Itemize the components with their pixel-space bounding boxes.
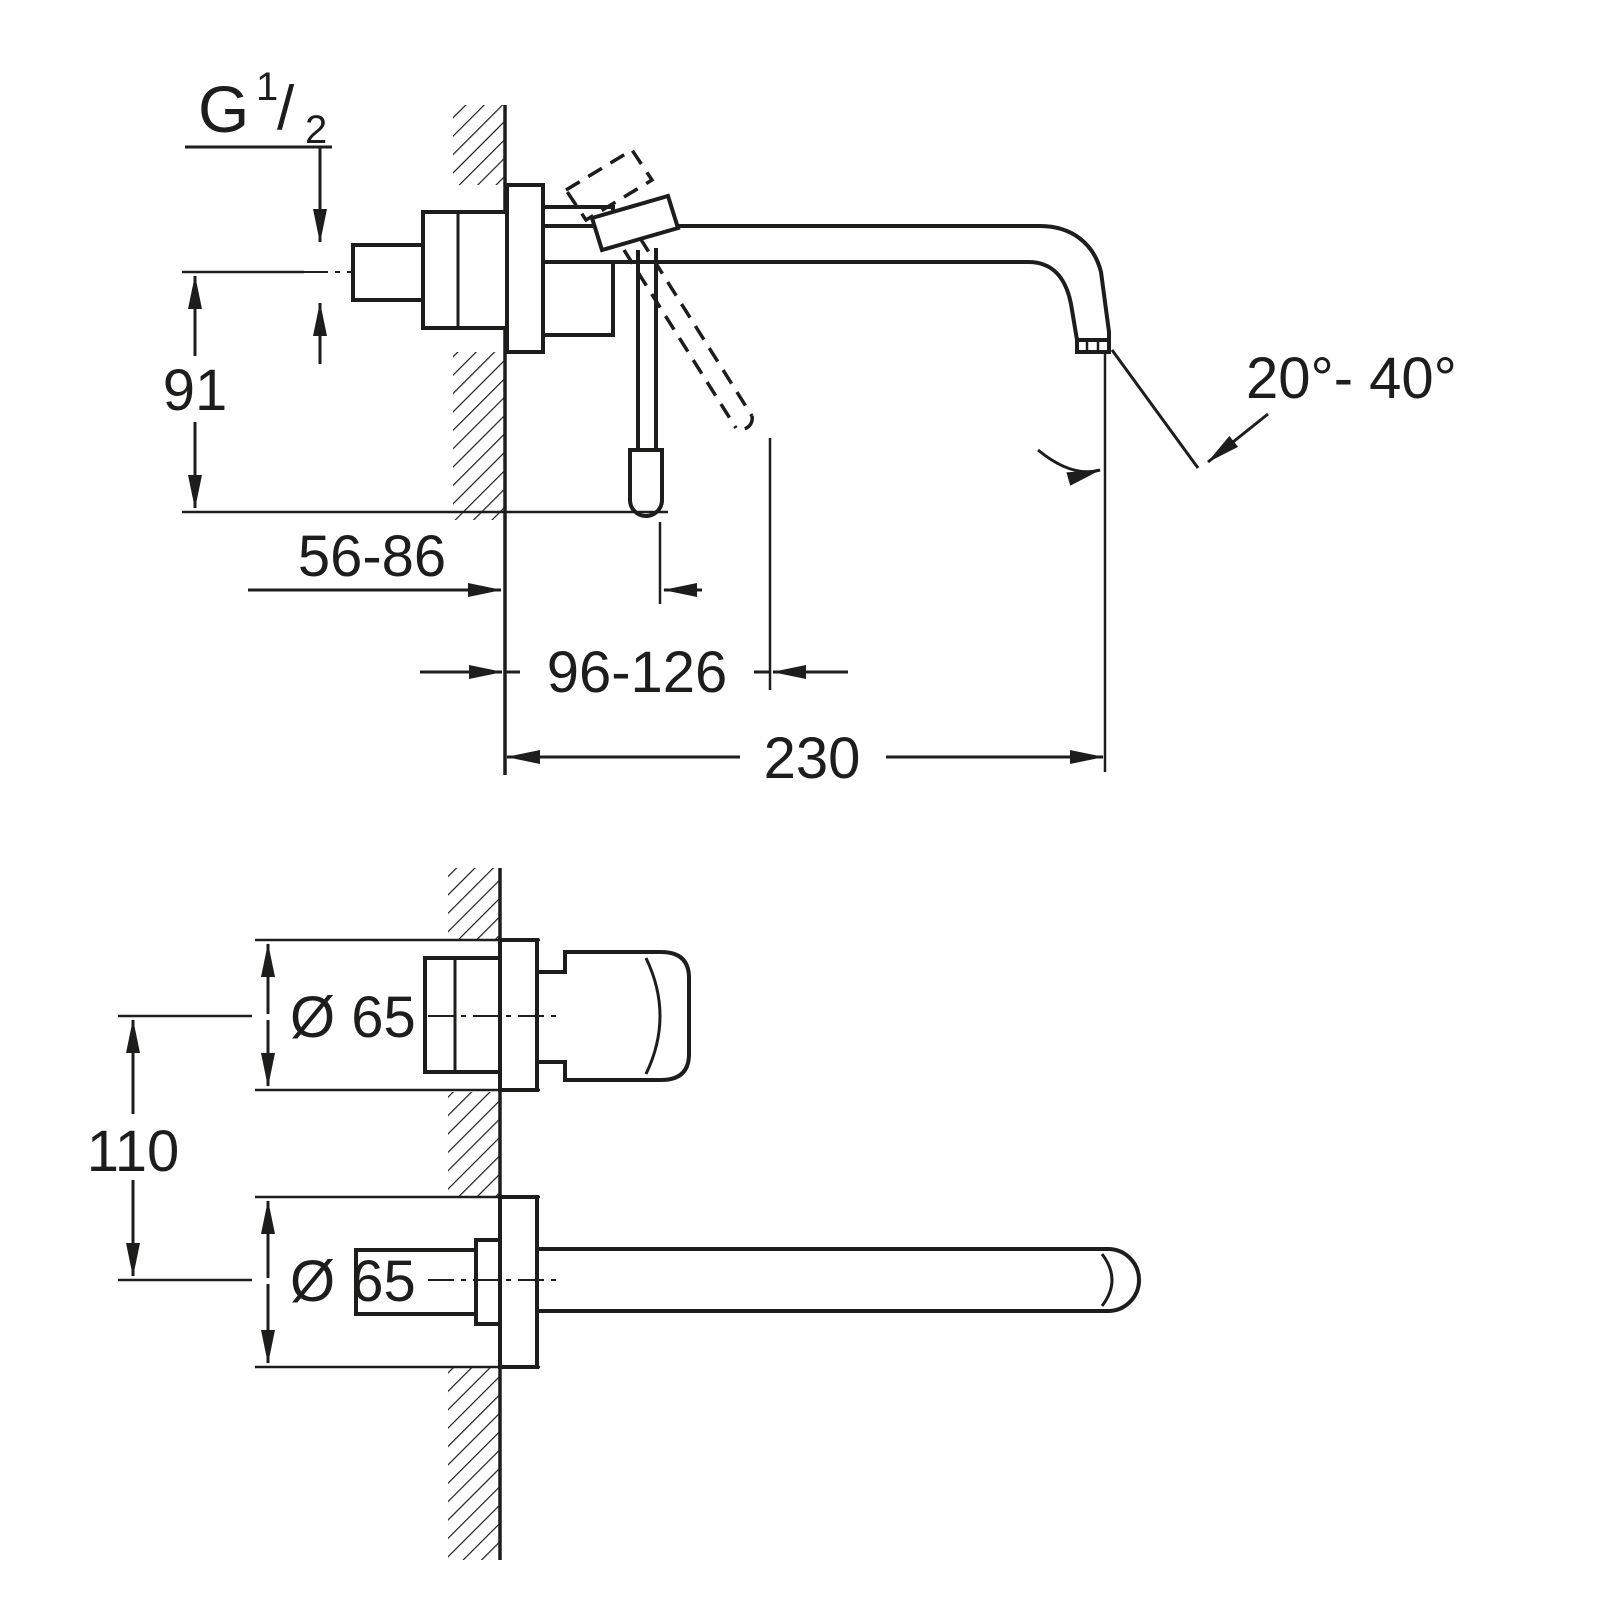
label-backplate	[520, 638, 754, 704]
label-backplate	[740, 722, 886, 788]
dim-label-angle: 20°- 40°	[1246, 346, 1457, 411]
aerator	[1075, 338, 1111, 354]
concealed-body	[421, 210, 509, 330]
dim-label-91: 91	[163, 358, 228, 423]
supply-pipe	[351, 243, 425, 302]
front-wall	[448, 868, 502, 1560]
dim-label-96-126: 96-126	[547, 640, 728, 705]
thread-label-denominator: 2	[305, 108, 327, 152]
label-backplate	[84, 1114, 182, 1180]
dim-label-230: 230	[764, 726, 861, 791]
spout-tube	[535, 1247, 1141, 1313]
label-backplate	[152, 356, 238, 422]
handle-knob	[535, 950, 691, 1082]
dim-label-d65-bottom: Ø 65	[290, 1249, 416, 1314]
front-view: Ø 65 110 Ø 65	[84, 868, 1141, 1560]
dim-label-d65-top: Ø 65	[290, 985, 416, 1050]
spout-supply-pipe	[354, 1248, 478, 1316]
water-stream-line	[1110, 349, 1200, 469]
handle-knob-contour	[644, 957, 662, 1075]
spout-concealed-body	[474, 1238, 502, 1326]
side-wall	[453, 105, 507, 775]
lever-rod-alt-line	[622, 249, 738, 429]
lever-rod-alt-line	[638, 237, 754, 417]
spout-tip-contour	[1100, 1253, 1114, 1307]
lever-grip	[628, 448, 664, 518]
side-dimensions: G 1 / 2 91 56-86 96-126	[152, 65, 1457, 791]
front-faucet	[354, 938, 1141, 1369]
lever-head-alt-position	[563, 147, 655, 223]
angle-leader-arrow	[1207, 412, 1269, 464]
thread-label-slash: /	[277, 74, 295, 143]
lever-head	[589, 193, 681, 253]
swivel-arc-arrow	[1037, 448, 1101, 486]
wall-hatch	[448, 1092, 500, 1197]
wall-hatch	[448, 868, 500, 940]
wall-plate-side	[505, 183, 545, 354]
spout-escutcheon	[498, 1195, 539, 1369]
thread-label-numerator: 1	[256, 65, 278, 109]
wall-hatch	[453, 105, 505, 185]
side-view: G 1 / 2 91 56-86 96-126	[152, 65, 1457, 791]
lever-rod-alt-cap	[735, 415, 754, 432]
wall-hatch	[453, 352, 505, 520]
front-dimensions: Ø 65 110 Ø 65	[84, 938, 540, 1369]
dim-label-110: 110	[87, 1119, 179, 1184]
wall-hatch	[448, 1368, 500, 1560]
thread-label-g: G	[198, 72, 249, 146]
dim-label-56-86: 56-86	[298, 524, 446, 589]
side-faucet	[302, 147, 1111, 518]
